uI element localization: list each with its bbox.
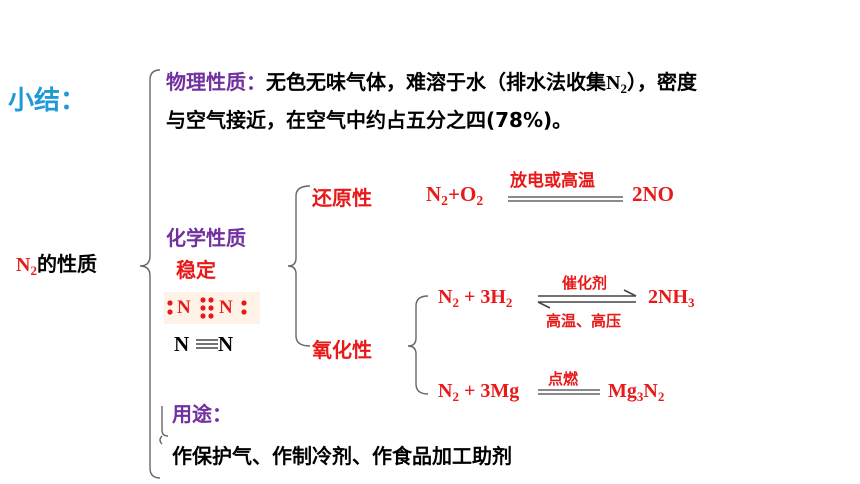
ammonia-condition: 高温、高压	[546, 312, 622, 330]
uses-text: 作保护气、作制冷剂、作食品加工助剂	[172, 444, 512, 468]
reducing-label: 还原性	[312, 186, 372, 210]
physical-line-1: 物理性质：无色无味气体，难溶于水（排水法收集N2），密度	[166, 70, 697, 96]
uses-bracket	[159, 406, 169, 445]
triple-bond-atom-1: N	[174, 332, 190, 356]
magnesium-product: Mg3N2	[608, 380, 665, 404]
lewis-atom-1: N	[177, 297, 191, 318]
uses-title: 用途：	[172, 402, 232, 426]
main-bracket	[139, 69, 161, 479]
reducing-product: 2NO	[632, 182, 674, 206]
chem-bracket	[287, 185, 311, 347]
lewis-structure: N N	[164, 292, 260, 324]
stable-label: 稳定	[176, 258, 216, 282]
reducing-reactants: N2+O2	[426, 182, 484, 209]
equals-arrow	[508, 196, 623, 202]
ammonia-reactants: N2 + 3H2	[438, 286, 513, 310]
physical-title: 物理性质：	[166, 70, 266, 94]
triple-bond-lines	[196, 339, 218, 349]
oxidizing-label: 氧化性	[312, 338, 372, 362]
n2-inline: N2	[606, 72, 627, 96]
root-formula: N2	[16, 254, 37, 278]
reversible-arrow	[537, 289, 637, 309]
summary-title: 小结：	[8, 86, 87, 116]
oxid-bracket	[407, 295, 429, 395]
triple-bond-atom-2: N	[218, 332, 234, 356]
lewis-atom-2: N	[219, 297, 233, 318]
magnesium-condition: 点燃	[548, 370, 579, 388]
reducing-condition: 放电或高温	[510, 171, 595, 191]
magnesium-reactants: N2 + 3Mg	[438, 380, 520, 404]
lewis-dots	[167, 297, 247, 319]
physical-line-2: 与空气接近，在空气中约占五分之四(78%)。	[166, 108, 573, 132]
ignition-arrow	[538, 389, 600, 395]
ammonia-product: 2NH3	[648, 286, 695, 310]
ammonia-catalyst: 催化剂	[562, 274, 608, 292]
chemical-title: 化学性质	[166, 226, 246, 250]
root-label: N2的性质	[16, 252, 97, 278]
